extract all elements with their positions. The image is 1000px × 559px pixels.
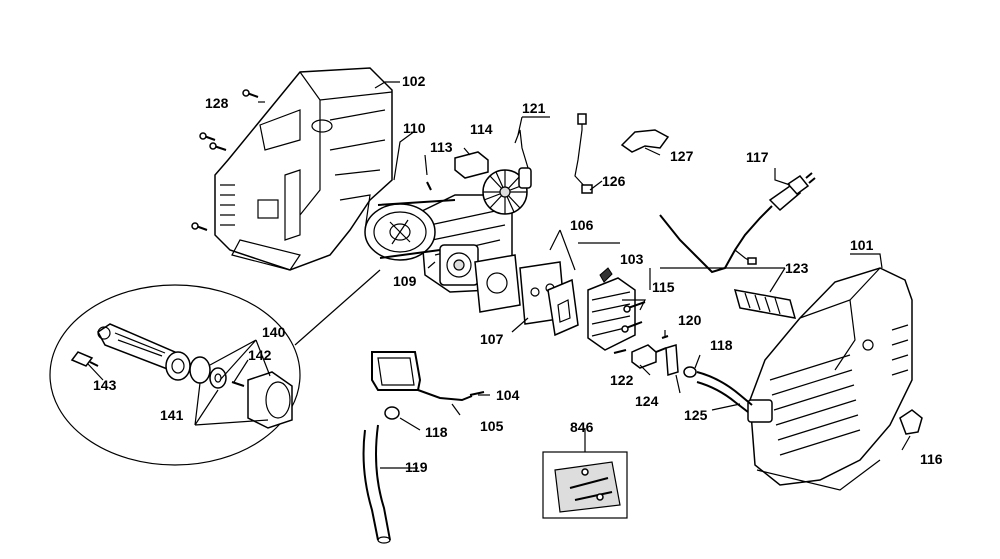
nut-118-right bbox=[683, 366, 697, 378]
label-119: 119 bbox=[405, 459, 428, 475]
block-114 bbox=[454, 151, 489, 179]
hose-119 bbox=[362, 424, 391, 541]
label-143: 143 bbox=[93, 377, 117, 393]
label-846: 846 bbox=[570, 419, 594, 435]
label-141: 141 bbox=[160, 407, 184, 423]
handle-grip-123 bbox=[733, 289, 797, 319]
leader-lines bbox=[87, 81, 911, 469]
wire-126 bbox=[574, 118, 589, 191]
hose-125 bbox=[696, 371, 753, 413]
label-122: 122 bbox=[610, 372, 634, 388]
pulley-belt-109 bbox=[364, 199, 456, 261]
label-124: 124 bbox=[635, 393, 659, 409]
label-120: 120 bbox=[678, 312, 702, 328]
label-104: 104 bbox=[496, 387, 520, 403]
label-115: 115 bbox=[652, 279, 675, 295]
bracket-127 bbox=[620, 129, 670, 153]
nut-118-left bbox=[384, 406, 400, 420]
label-125: 125 bbox=[684, 407, 708, 423]
power-cord-117 bbox=[659, 172, 816, 274]
label-123: 123 bbox=[785, 260, 809, 276]
label-128: 128 bbox=[205, 95, 229, 111]
label-142: 142 bbox=[248, 347, 272, 363]
label-114: 114 bbox=[470, 121, 493, 137]
label-118a: 118 bbox=[710, 337, 733, 353]
knob-116 bbox=[899, 409, 923, 435]
part-labels: 101 102 103 104 105 106 107 109 110 113 … bbox=[93, 73, 943, 475]
fitting-122 bbox=[613, 344, 667, 369]
detail-callout-ellipse bbox=[49, 269, 381, 466]
label-118b: 118 bbox=[425, 424, 448, 440]
label-109: 109 bbox=[393, 273, 417, 289]
label-126: 126 bbox=[602, 173, 626, 189]
label-103: 103 bbox=[620, 251, 644, 267]
label-101: 101 bbox=[850, 237, 874, 253]
label-113: 113 bbox=[430, 139, 453, 155]
label-105: 105 bbox=[480, 418, 504, 434]
fitting-104 bbox=[469, 391, 485, 396]
label-116: 116 bbox=[920, 451, 943, 467]
label-121: 121 bbox=[522, 100, 546, 116]
label-140: 140 bbox=[262, 324, 286, 340]
tube-105 bbox=[371, 351, 473, 402]
hardware-kit-846 bbox=[542, 451, 628, 519]
rear-housing-102 bbox=[214, 67, 393, 271]
clip-124 bbox=[665, 344, 679, 376]
label-117: 117 bbox=[746, 149, 769, 165]
label-102: 102 bbox=[402, 73, 426, 89]
screw-113 bbox=[426, 181, 432, 191]
label-127: 127 bbox=[670, 148, 694, 164]
bolts-115 bbox=[621, 301, 646, 333]
front-housing-101 bbox=[747, 267, 913, 491]
label-106: 106 bbox=[570, 217, 594, 233]
valve-plate-106 bbox=[474, 254, 579, 337]
screw-128-group bbox=[191, 89, 259, 231]
label-107: 107 bbox=[480, 331, 504, 347]
label-110: 110 bbox=[403, 120, 426, 136]
cooling-fan bbox=[482, 169, 528, 215]
